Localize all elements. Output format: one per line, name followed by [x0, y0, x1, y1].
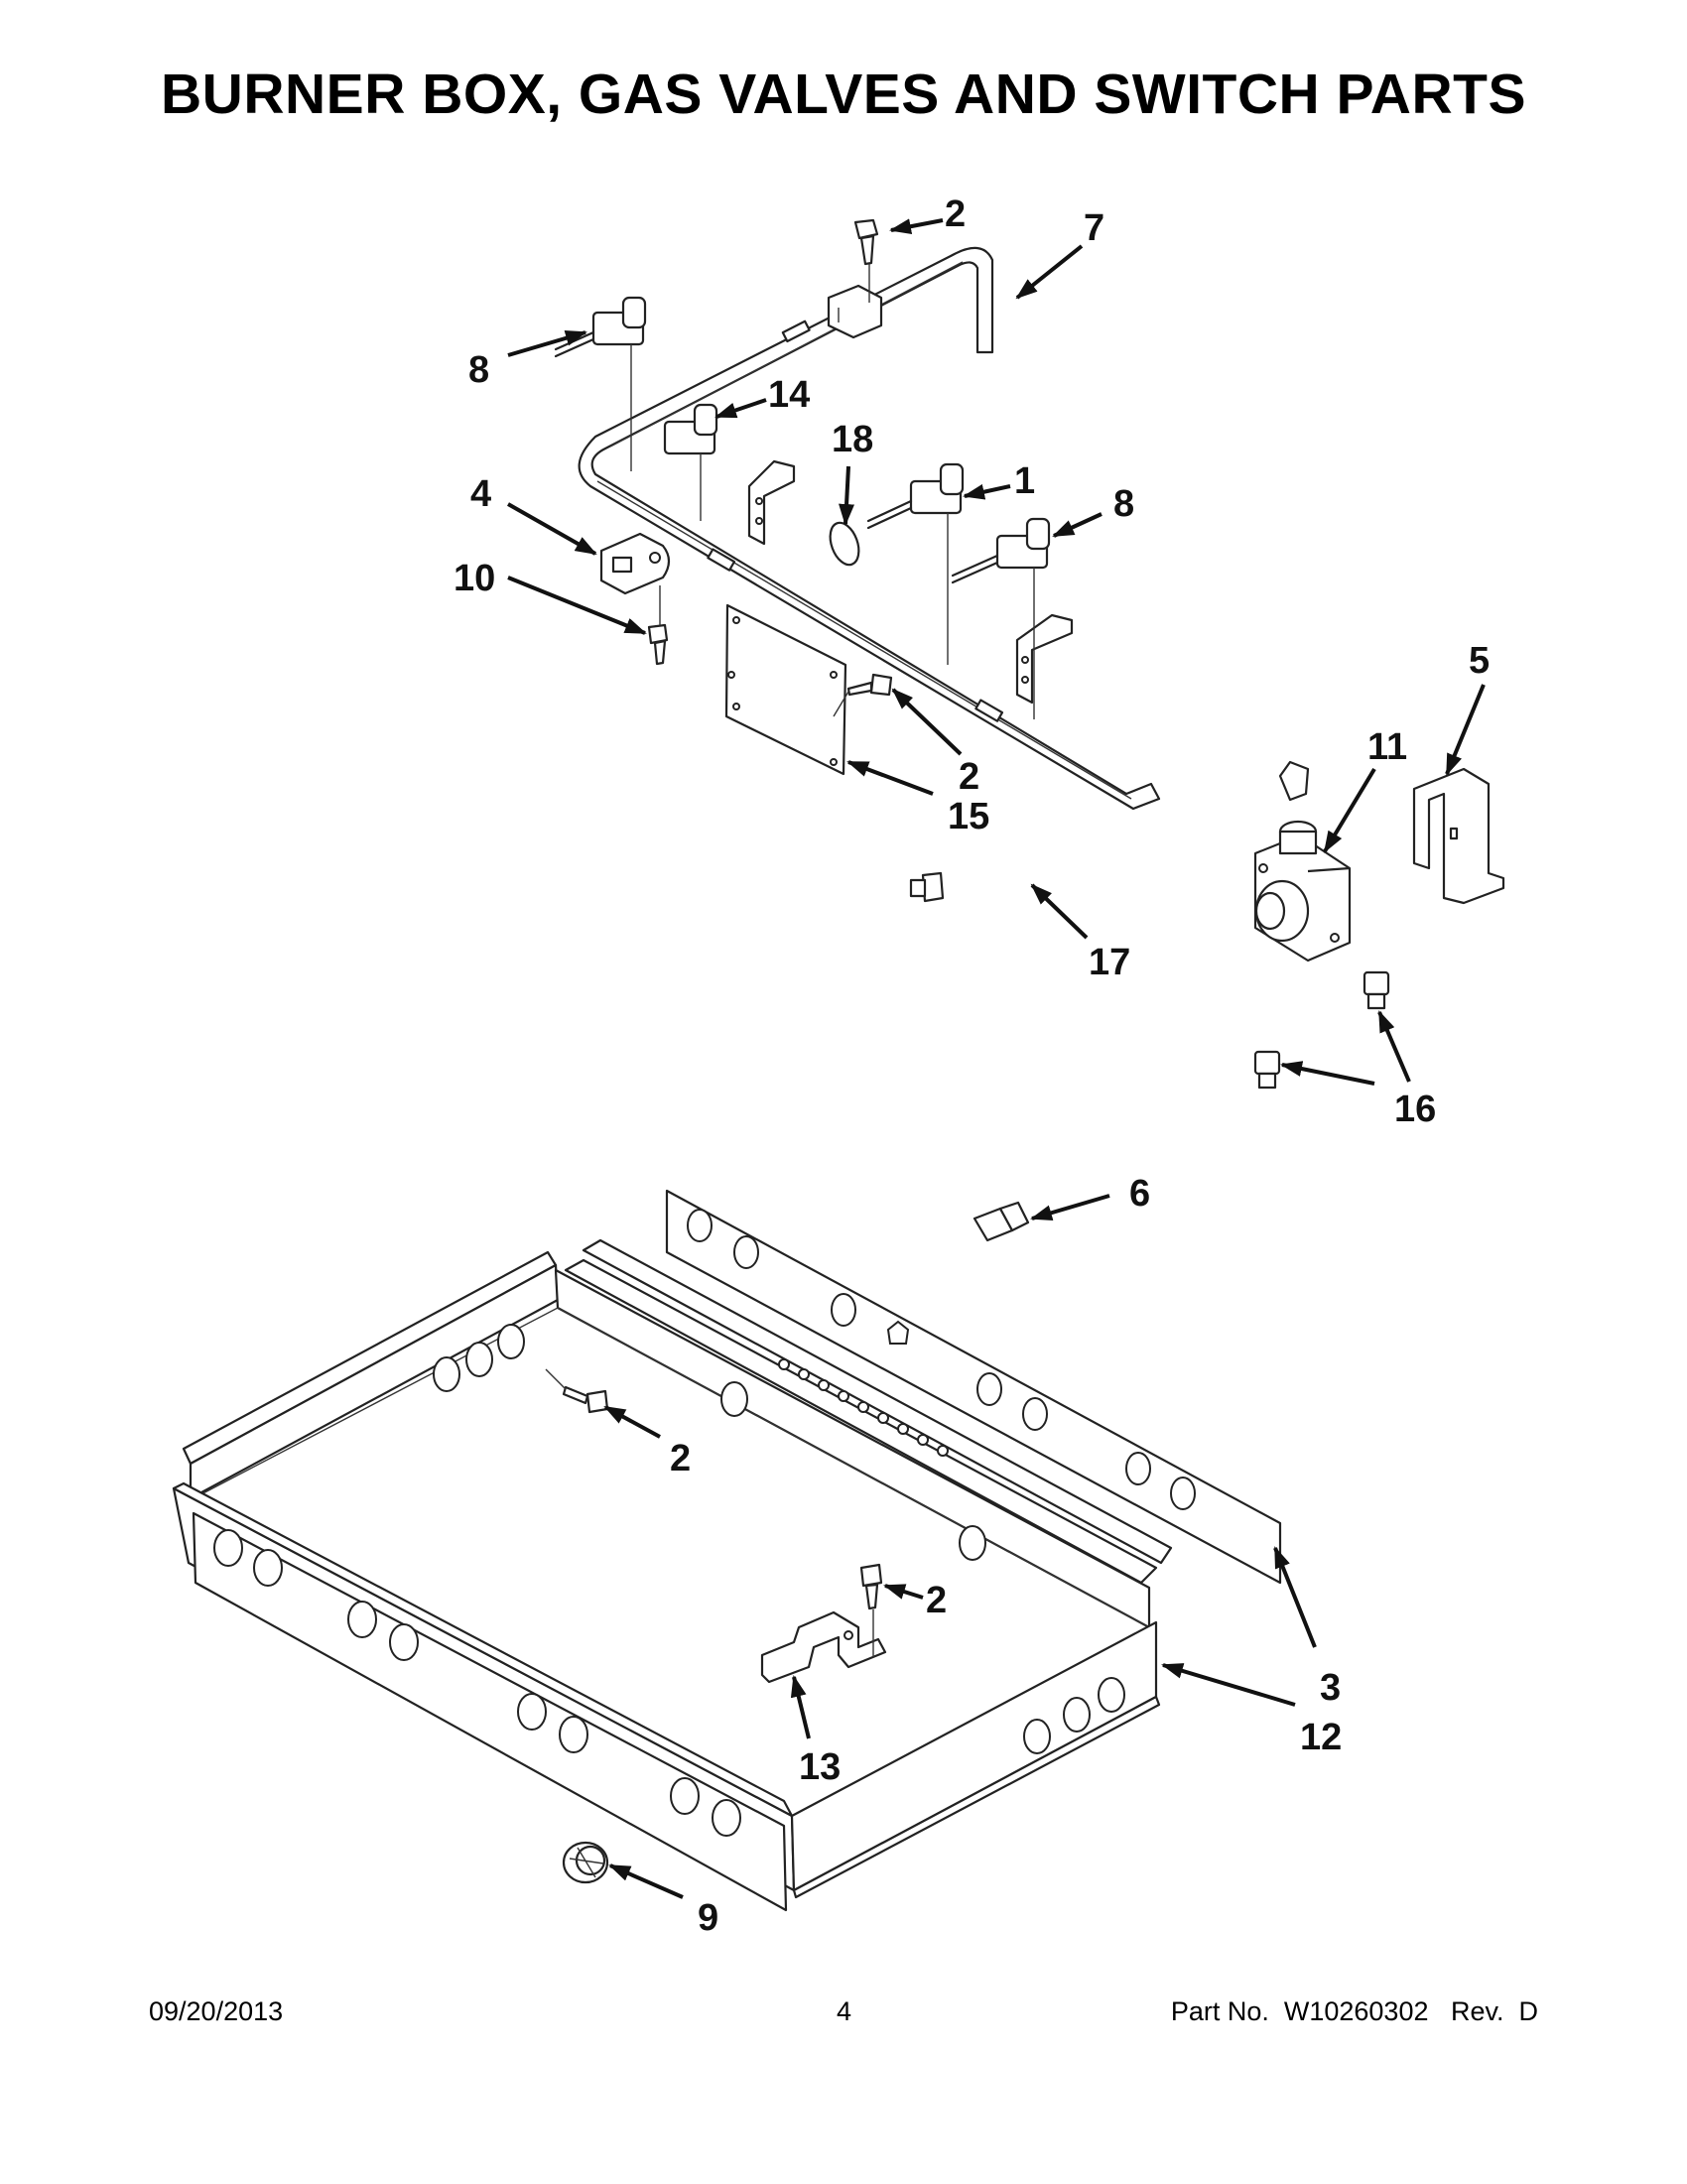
screw-icon	[647, 585, 669, 666]
flex-gas-line	[909, 760, 1310, 903]
mounting-bracket-top	[827, 284, 883, 339]
mounting-bracket-middle	[747, 459, 796, 546]
screw-icon	[545, 1368, 609, 1414]
clip-icon	[599, 532, 671, 595]
callout-17: 17	[1089, 942, 1130, 983]
gas-valve-icon	[663, 403, 718, 521]
footer-date: 09/20/2013	[149, 1996, 284, 2026]
callout-10: 10	[454, 558, 495, 599]
callout-18: 18	[832, 419, 873, 460]
callout-6: 6	[1129, 1173, 1150, 1215]
gas-valve-icon	[866, 462, 965, 665]
callout-11: 11	[1367, 726, 1407, 768]
callout-14: 14	[768, 374, 810, 416]
callout-9: 9	[698, 1897, 718, 1939]
pressure-regulator	[1253, 820, 1352, 963]
screw-icon	[853, 218, 879, 303]
switch-bracket	[760, 1609, 887, 1684]
callout-3: 3	[1320, 1667, 1341, 1709]
gas-valve-icon	[951, 517, 1051, 719]
callout-13: 13	[799, 1746, 841, 1788]
cover-plate	[724, 603, 847, 776]
callout-7: 7	[1084, 207, 1104, 249]
callout-1: 1	[1014, 460, 1035, 502]
callout-8: 8	[1113, 483, 1134, 525]
gas-valve-icon	[554, 296, 647, 471]
footer-part-number: Part No. W10260302 Rev. D	[1170, 1996, 1538, 2026]
screw-icon	[859, 1563, 883, 1610]
burner-box	[172, 1250, 1161, 1912]
burner-rail	[564, 1238, 1173, 1585]
callout-12: 12	[1300, 1717, 1342, 1758]
back-panel	[665, 1189, 1282, 1585]
fitting-icon	[1363, 970, 1390, 1010]
callout-2: 2	[959, 756, 979, 798]
callout-5: 5	[1469, 640, 1490, 682]
footer-page-number: 4	[837, 1996, 852, 2026]
regulator-bracket	[1412, 767, 1505, 905]
screw-icon	[833, 673, 893, 717]
callout-16: 16	[1394, 1089, 1436, 1130]
fitting-icon	[973, 1201, 1030, 1242]
manifold-pipe	[578, 246, 1161, 811]
callout-2: 2	[670, 1438, 691, 1479]
callout-8: 8	[468, 349, 489, 391]
disc-icon	[829, 521, 860, 567]
callout-4: 4	[470, 473, 491, 515]
callout-2: 2	[945, 193, 966, 235]
callout-15: 15	[948, 796, 989, 837]
page-title: BURNER BOX, GAS VALVES AND SWITCH PARTS	[161, 63, 1526, 126]
callout-2: 2	[926, 1580, 947, 1621]
fitting-icon	[1253, 1050, 1281, 1090]
knob-icon	[562, 1841, 609, 1884]
mounting-bracket-right	[1015, 613, 1074, 705]
